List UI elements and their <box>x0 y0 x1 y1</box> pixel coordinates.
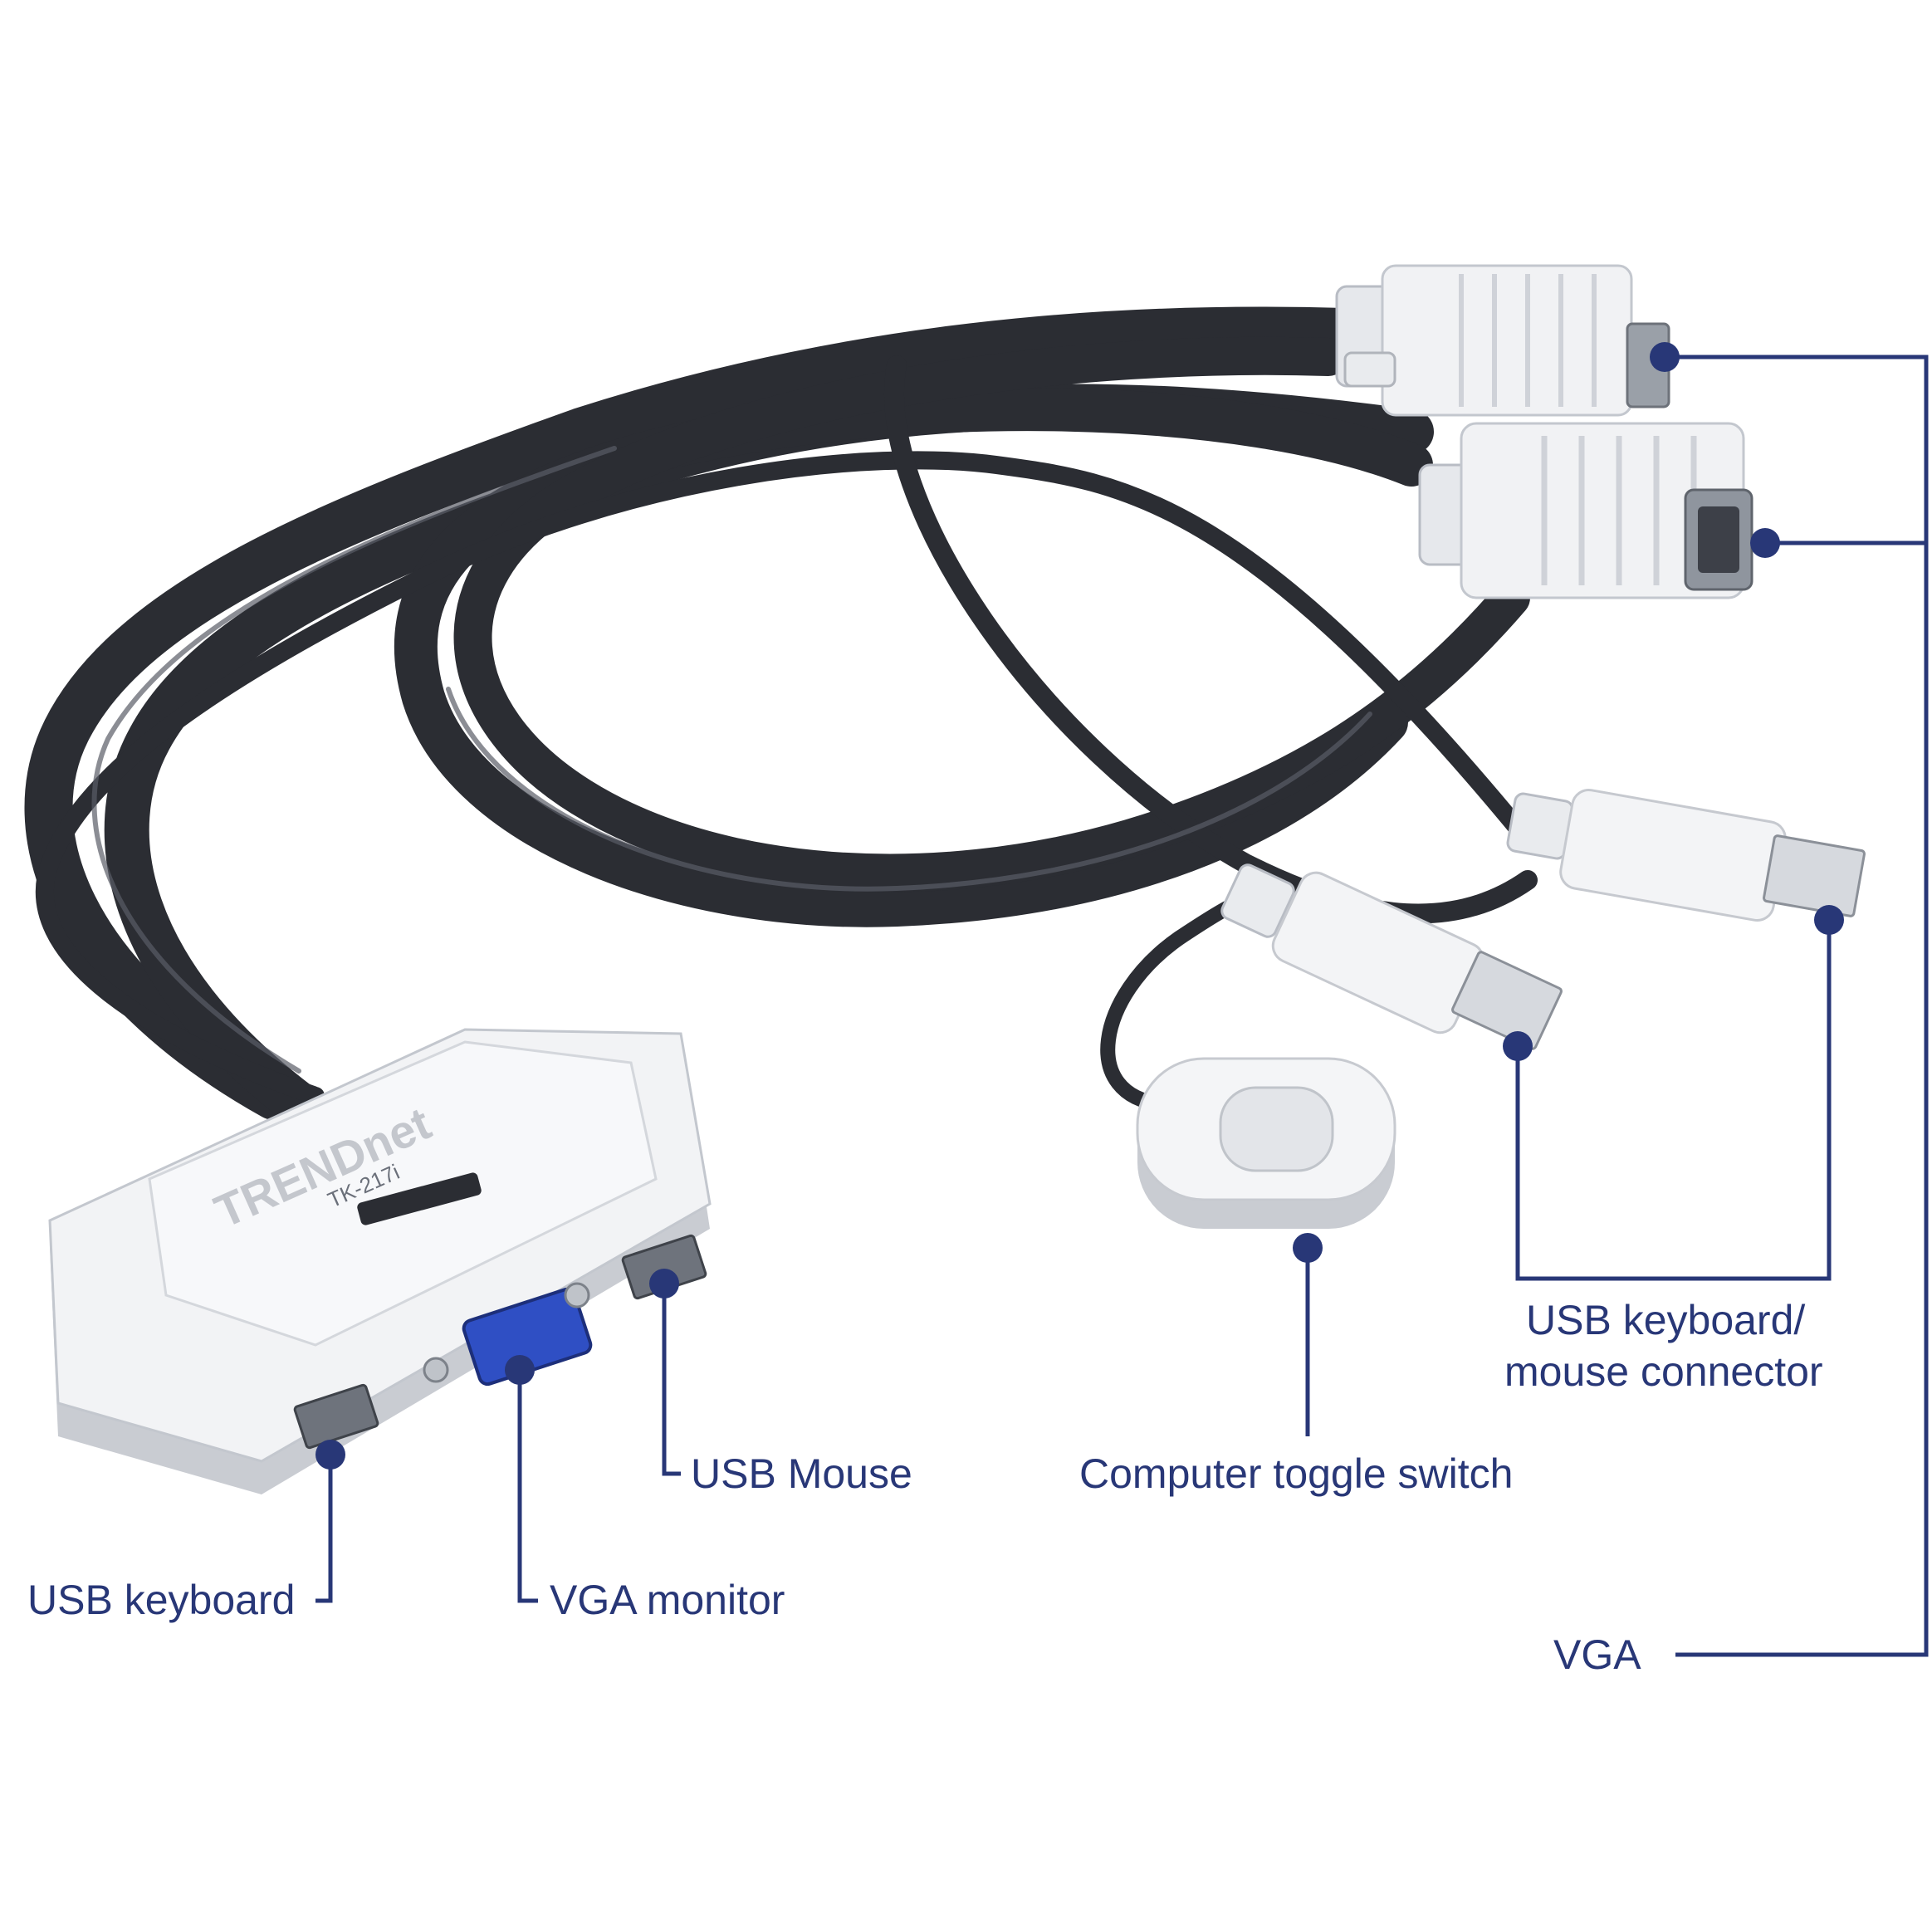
vga-monitor-port <box>462 1287 593 1387</box>
callout-dot-usb-right-plug <box>1814 905 1844 935</box>
vga-connector-top <box>1335 264 1670 417</box>
usb-connector-right <box>1506 789 1866 922</box>
cable-bundle <box>24 306 1538 1127</box>
callout-dot-usb-left-plug <box>1503 1031 1533 1061</box>
thin-cable-a <box>35 451 1528 1105</box>
callout-dot-vga-bottom <box>1750 528 1780 558</box>
usb-keyboard-port <box>293 1383 379 1450</box>
callout-lines <box>315 355 1929 1657</box>
cable-highlight-2 <box>446 687 1372 892</box>
callout-line-usb-keyboard <box>315 1455 333 1603</box>
callout-line-usb-mouse <box>662 1284 681 1476</box>
vga-connector-bottom <box>1418 422 1753 599</box>
cable-highlight-1 <box>91 446 617 1074</box>
callout-dot-toggle <box>1293 1233 1323 1263</box>
callout-line-vga-monitor <box>517 1370 538 1603</box>
label-usb-kbm-connector-line1: USB keyboard/ <box>1526 1297 1806 1343</box>
callout-dots <box>315 342 1844 1470</box>
flat-cable-inner-loop <box>453 336 1530 893</box>
kvm-switch-body: TRENDnet TK-217i <box>48 1028 712 1494</box>
callout-dot-usb-keyboard <box>315 1440 345 1470</box>
toggle-switch-puck <box>1136 1057 1396 1229</box>
callout-dot-vga-top <box>1650 342 1680 372</box>
label-vga: VGA <box>1553 1631 1641 1678</box>
label-usb-keyboard: USB keyboard <box>27 1577 296 1623</box>
label-computer-toggle-switch: Computer toggle switch <box>1079 1450 1514 1497</box>
callout-line-vga <box>1665 355 1929 1657</box>
thin-cable-b <box>884 355 1538 924</box>
label-vga-monitor: VGA monitor <box>550 1577 785 1623</box>
callout-line-usb-kbm <box>1515 920 1832 1281</box>
callout-dot-usb-mouse <box>649 1269 679 1299</box>
label-usb-mouse: USB Mouse <box>691 1450 912 1497</box>
usb-connector-left <box>1220 863 1563 1050</box>
flat-cable-middle-loop <box>394 388 1433 927</box>
flat-cable-outer-loop <box>24 306 1369 1120</box>
label-usb-kbm-connector-line2: mouse connector <box>1504 1348 1823 1395</box>
callout-dot-vga-monitor <box>505 1355 535 1385</box>
